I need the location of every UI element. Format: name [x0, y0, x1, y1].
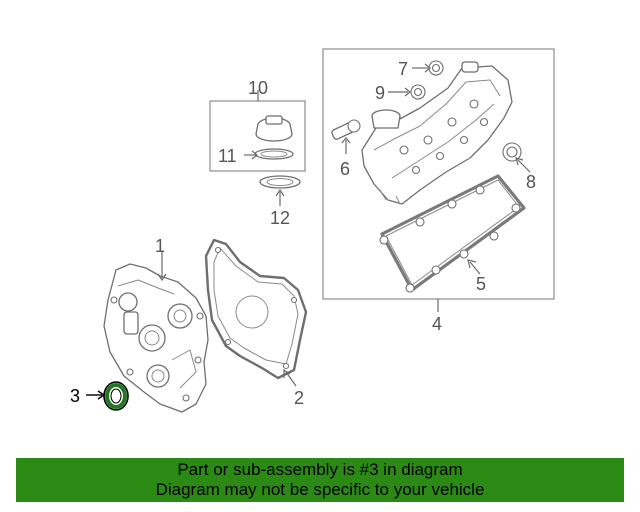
callout-8: 8 — [526, 172, 536, 192]
fitting-part-9[interactable] — [410, 84, 426, 100]
seal-part-8[interactable] — [502, 142, 522, 162]
callout-7: 7 — [398, 59, 408, 79]
callout-10: 10 — [248, 78, 268, 98]
seal-12[interactable] — [259, 175, 301, 189]
callout-1: 1 — [155, 236, 165, 256]
callout-4: 4 — [432, 314, 442, 334]
callout-11: 11 — [218, 146, 237, 166]
valve-cover[interactable] — [361, 61, 513, 205]
callout-12: 12 — [270, 208, 290, 228]
valve-cover-group: 7 9 6 8 5 4 — [322, 48, 555, 334]
oil-filler-neck — [371, 109, 401, 129]
filler-cap-10[interactable] — [255, 115, 293, 142]
front-crankshaft-seal-3[interactable] — [103, 381, 129, 411]
valve-cover-gasket[interactable] — [379, 174, 526, 293]
timing-cover[interactable] — [103, 263, 209, 413]
info-banner: Part or sub-assembly is #3 in diagram Di… — [16, 458, 624, 502]
seal-11[interactable] — [254, 148, 294, 160]
banner-line-2: Diagram may not be specific to your vehi… — [155, 480, 485, 499]
callout-5: 5 — [476, 274, 486, 294]
callout-3: 3 — [70, 386, 80, 406]
callout-2: 2 — [294, 388, 304, 408]
cap-part-7[interactable] — [428, 60, 444, 76]
callout-6: 6 — [340, 159, 350, 179]
timing-cover-gasket[interactable] — [204, 238, 308, 380]
callout-9: 9 — [375, 83, 385, 103]
parts-diagram: 7 9 6 8 5 4 10 11 — [70, 48, 555, 413]
sub-assembly-10-group: 10 11 12 — [209, 78, 306, 228]
banner-line-1: Part or sub-assembly is #3 in diagram — [177, 460, 463, 479]
sensor-part-6[interactable] — [331, 119, 361, 140]
